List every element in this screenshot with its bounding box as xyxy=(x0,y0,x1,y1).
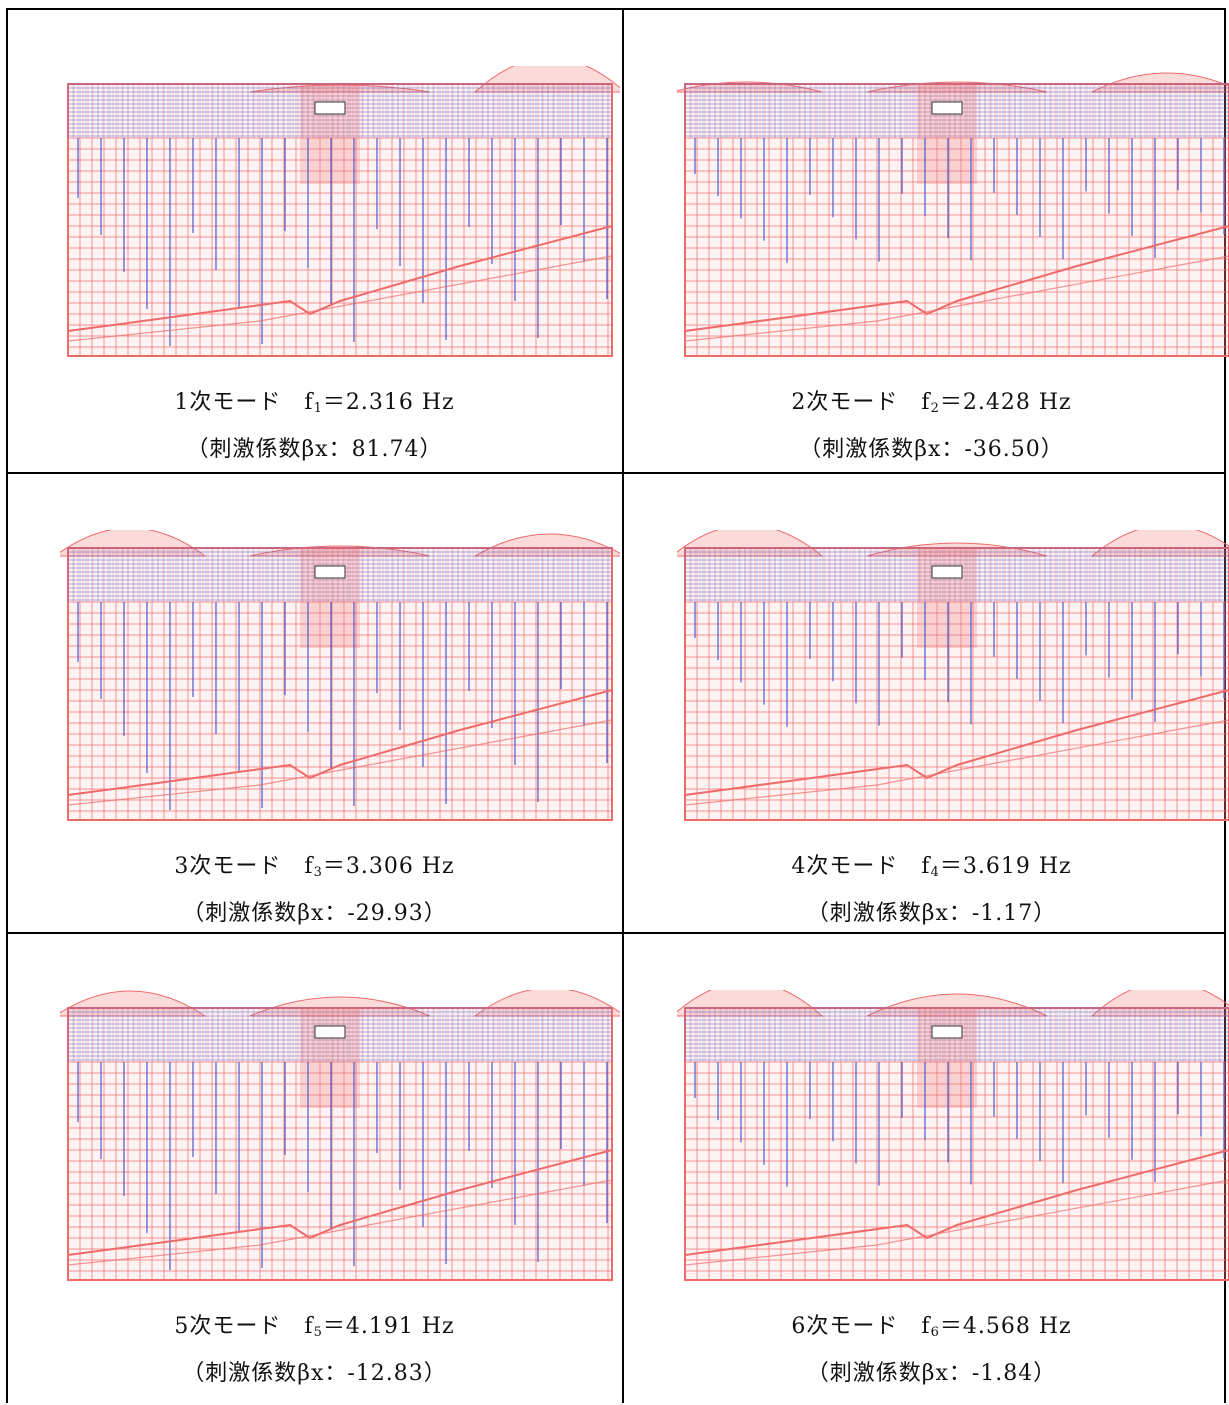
mode-title-4: 4次モード f4＝3.619 Hz xyxy=(791,854,1072,880)
mode-shape-figure-4 xyxy=(677,530,1229,821)
deformed-mesh-outline xyxy=(684,547,1229,821)
stratum-line xyxy=(684,719,1229,806)
stratum-line xyxy=(67,225,613,332)
stratum-line xyxy=(684,225,1229,332)
center-dense-zone xyxy=(917,548,977,648)
mode-cell-6: 6次モード f6＝4.568 Hz （刺激係数βx：-1.84） xyxy=(623,932,1229,1403)
stratum-line xyxy=(67,719,613,806)
structure-box xyxy=(314,565,346,579)
table-divider-vertical xyxy=(622,8,624,1403)
deformed-mesh-outline xyxy=(684,83,1229,357)
mode-title-3: 3次モード f3＝3.306 Hz xyxy=(174,854,455,880)
center-dense-zone xyxy=(917,84,977,184)
mode-shape-figure-5 xyxy=(60,990,620,1281)
center-bulge xyxy=(249,84,431,93)
mode-cell-2: 2次モード f2＝2.428 Hz （刺激係数βx：-36.50） xyxy=(623,8,1229,472)
mode-shape-table: 1次モード f1＝2.316 Hz （刺激係数βx：81.74） 2次モード f… xyxy=(6,8,1229,1403)
center-dense-zone xyxy=(300,1008,360,1108)
table-border-left xyxy=(6,8,8,1403)
table-divider-row2 xyxy=(6,932,1226,934)
mode-title-5: 5次モード f5＝4.191 Hz xyxy=(174,1314,455,1340)
mode-title-6: 6次モード f6＝4.568 Hz xyxy=(791,1314,1072,1340)
left-bulge xyxy=(60,990,207,1017)
mode-title-2: 2次モード f2＝2.428 Hz xyxy=(791,390,1072,416)
stratum-line xyxy=(67,1179,613,1266)
center-bulge xyxy=(249,545,431,557)
left-bulge xyxy=(60,530,207,557)
center-dense-zone xyxy=(300,548,360,648)
center-dense-zone xyxy=(917,1008,977,1108)
mode-cell-3: 3次モード f3＝3.306 Hz （刺激係数βx：-29.93） xyxy=(6,472,623,932)
structure-box xyxy=(314,101,346,115)
right-bulge xyxy=(1091,72,1229,93)
stratum-line xyxy=(67,1149,613,1256)
stratum-line xyxy=(684,255,1229,342)
stratum-line xyxy=(684,1179,1229,1266)
structure-box xyxy=(931,565,963,579)
center-dense-zone xyxy=(300,84,360,184)
mode-shape-figure-6 xyxy=(677,990,1229,1281)
center-bulge xyxy=(866,542,1048,557)
deformed-mesh-outline xyxy=(67,547,613,821)
stratum-line xyxy=(67,689,613,796)
stratum-line xyxy=(684,1149,1229,1256)
right-bulge xyxy=(1090,990,1229,1017)
mode-beta-6: （刺激係数βx：-1.84） xyxy=(806,1361,1057,1386)
stratum-line xyxy=(67,255,613,342)
left-bulge xyxy=(677,81,823,93)
table-border-top xyxy=(6,8,1226,10)
structure-box xyxy=(931,1025,963,1039)
right-bulge xyxy=(1090,530,1229,557)
mode-beta-4: （刺激係数βx：-1.17） xyxy=(806,901,1057,926)
mode-shape-figure-1 xyxy=(67,66,620,357)
mode-beta-3: （刺激係数βx：-29.93） xyxy=(182,901,447,926)
center-bulge xyxy=(866,993,1048,1017)
stratum-line xyxy=(684,689,1229,796)
structure-box xyxy=(931,101,963,115)
mode-shape-figure-3 xyxy=(60,530,620,821)
mode-cell-1: 1次モード f1＝2.316 Hz （刺激係数βx：81.74） xyxy=(6,8,623,472)
mode-shape-figure-2 xyxy=(677,72,1229,357)
mode-beta-5: （刺激係数βx：-12.83） xyxy=(182,1361,447,1386)
deformed-mesh-outline xyxy=(67,1007,613,1281)
right-bulge xyxy=(473,990,620,1017)
mode-beta-1: （刺激係数βx：81.74） xyxy=(186,437,443,462)
structure-box xyxy=(314,1025,346,1039)
mode-title-1: 1次モード f1＝2.316 Hz xyxy=(174,390,455,416)
right-bulge xyxy=(473,533,620,557)
mode-beta-2: （刺激係数βx：-36.50） xyxy=(799,437,1064,462)
mode-cell-5: 5次モード f5＝4.191 Hz （刺激係数βx：-12.83） xyxy=(6,932,623,1403)
left-bulge xyxy=(677,530,824,557)
left-bulge xyxy=(677,990,824,1017)
table-divider-row1 xyxy=(6,472,1226,474)
mode-cell-4: 4次モード f4＝3.619 Hz （刺激係数βx：-1.17） xyxy=(623,472,1229,932)
deformed-mesh-outline xyxy=(684,1007,1229,1281)
right-bulge xyxy=(473,66,620,93)
center-bulge xyxy=(866,81,1048,93)
